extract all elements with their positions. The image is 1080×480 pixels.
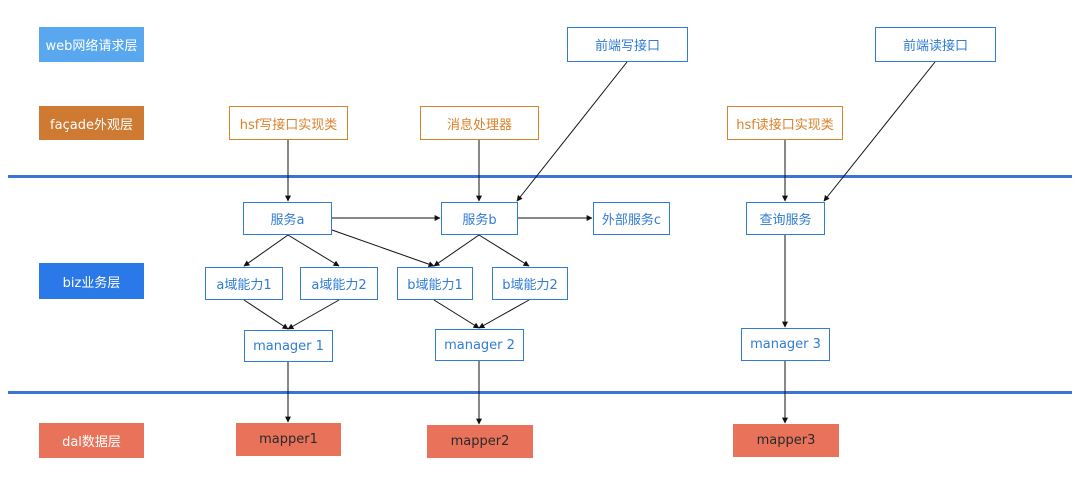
layer-web-label: web网络请求层 — [39, 27, 144, 62]
edge-servicea-a1 — [243, 234, 289, 267]
capability-a1: a域能力1 — [205, 267, 283, 300]
mapper-1: mapper1 — [236, 423, 341, 456]
edge-serviceb-b2 — [478, 234, 530, 267]
capability-a2: a域能力2 — [300, 267, 378, 300]
manager-2: manager 2 — [435, 329, 524, 361]
layer-dal-label: dal数据层 — [39, 423, 144, 458]
mapper-3: mapper3 — [733, 424, 839, 457]
capability-b2: b域能力2 — [492, 267, 568, 300]
edge-b1-m2 — [433, 299, 480, 329]
manager-1: manager 1 — [244, 330, 333, 362]
service-a: 服务a — [243, 202, 332, 235]
edge-a1-m1 — [243, 299, 289, 330]
separator-top — [8, 175, 1072, 178]
edge-webwrite-serviceb — [516, 61, 628, 202]
hsf-write-impl: hsf写接口实现类 — [229, 106, 348, 140]
service-b: 服务b — [441, 202, 518, 235]
edge-serviceb-b1 — [433, 234, 480, 267]
message-processor: 消息处理器 — [420, 106, 539, 140]
manager-3: manager 3 — [741, 328, 830, 361]
web-write-interface: 前端写接口 — [567, 27, 688, 62]
mapper-2: mapper2 — [427, 425, 533, 458]
edge-b2-m2 — [478, 299, 530, 329]
hsf-read-impl: hsf读接口实现类 — [727, 106, 843, 140]
web-read-interface: 前端读接口 — [875, 27, 996, 62]
external-service-c: 外部服务c — [593, 202, 670, 235]
query-service: 查询服务 — [746, 202, 825, 235]
capability-b1: b域能力1 — [397, 267, 473, 300]
edge-webread-query — [823, 61, 936, 202]
layer-facade-label: façade外观层 — [39, 106, 144, 140]
edge-servicea-a2 — [287, 234, 340, 267]
layer-biz-label: biz业务层 — [39, 263, 144, 299]
separator-bottom — [8, 391, 1072, 394]
edge-servicea-b1 — [331, 229, 435, 268]
edge-a2-m1 — [287, 299, 340, 330]
